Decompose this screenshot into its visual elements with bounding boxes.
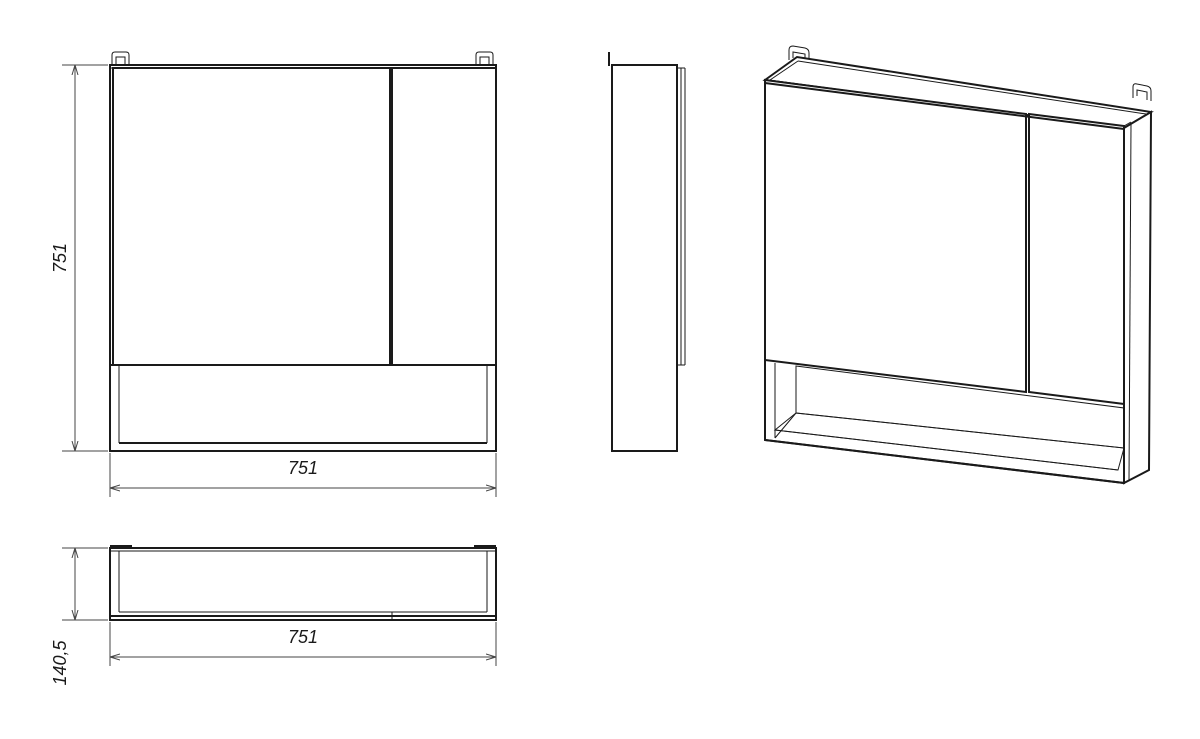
isometric-view (762, 45, 1154, 485)
front-hook-right (475, 51, 494, 66)
front-height-label: 751 (50, 243, 70, 273)
top-depth-label: 140,5 (50, 639, 70, 685)
top-width-label: 751 (288, 627, 318, 647)
front-cabinet-outline (109, 64, 497, 452)
top-width-dimension: 751 (109, 622, 497, 666)
top-depth-dimension: 140,5 (50, 547, 108, 686)
front-right-door (391, 67, 497, 366)
side-view (608, 52, 686, 452)
front-width-label: 751 (288, 458, 318, 478)
iso-right-door (1028, 112, 1125, 406)
iso-left-door (764, 78, 1027, 394)
front-left-door (112, 67, 391, 366)
top-body (109, 547, 497, 621)
front-hook-left (111, 51, 130, 66)
top-view (109, 545, 497, 621)
front-height-dimension: 751 (50, 64, 108, 452)
iso-right-side (1123, 110, 1153, 485)
iso-hook-right (1132, 83, 1152, 101)
front-width-dimension: 751 (109, 453, 497, 497)
side-body (611, 64, 678, 452)
front-view (109, 51, 497, 452)
